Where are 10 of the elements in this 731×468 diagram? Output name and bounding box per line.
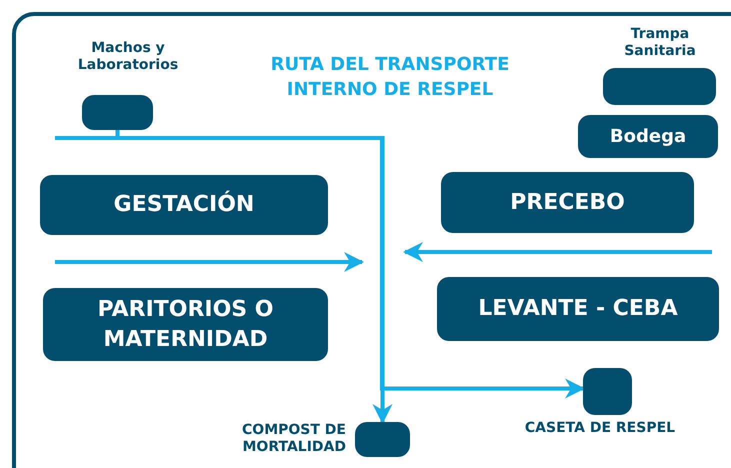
area-box: LEVANTE - CEBA (437, 277, 719, 341)
area-label: Trampa Sanitaria (623, 26, 697, 60)
area-box: PRECEBO (441, 172, 694, 233)
diagram-title: RUTA DEL TRANSPORTE INTERNO DE RESPEL (270, 53, 510, 102)
area-label: CASETA DE RESPEL (524, 420, 676, 437)
area-box: PARITORIOS O MATERNIDAD (43, 288, 328, 361)
area-box: GESTACIÓN (40, 175, 328, 235)
area-label: Machos y Laboratorios (76, 40, 180, 74)
area-box: Bodega (578, 115, 718, 158)
area-label: COMPOST DE MORTALIDAD (241, 422, 346, 456)
